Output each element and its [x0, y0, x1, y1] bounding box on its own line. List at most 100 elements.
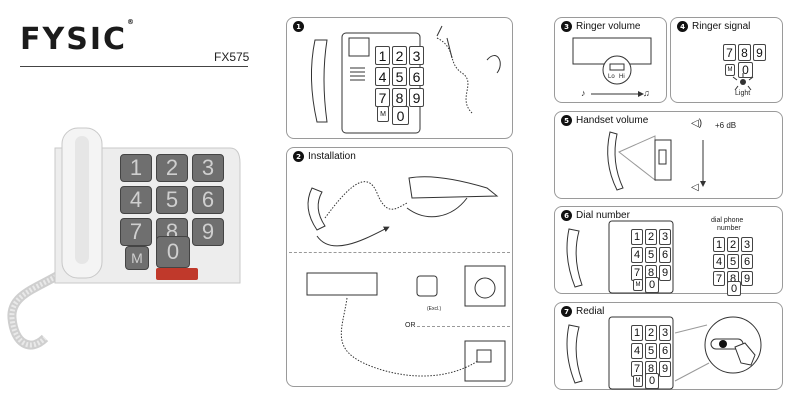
bell-low-icon: ♪ — [581, 88, 586, 98]
dial-phone-key-3: 3 — [659, 229, 671, 245]
registered-mark: ® — [127, 18, 135, 26]
dial-phone-key-5: 5 — [645, 247, 657, 263]
panel-ringer-volume: 3 Ringer volume Lo Hi ♪ ♫ — [554, 17, 667, 103]
dial-sequence-keys: 1 2 3 4 5 6 7 8 9 — [713, 237, 753, 286]
dial-phone-key-m: M — [633, 279, 643, 291]
or-label: OR — [405, 322, 416, 329]
ringer-signal-keypad: 7 8 9 — [723, 44, 766, 61]
dial-phone-key-2: 2 — [645, 229, 657, 245]
dial-seq-key-3: 3 — [741, 237, 753, 252]
photo-key-9: 9 — [192, 218, 224, 246]
handset-volume-drawing — [607, 131, 706, 191]
light-rays-graphic — [732, 73, 754, 91]
panel-redial-title: 7 Redial — [561, 306, 604, 317]
light-label: Light — [735, 90, 751, 97]
redial-key-3: 3 — [659, 325, 671, 341]
dial-phone-key-9: 9 — [659, 265, 671, 281]
redial-key-4: 4 — [631, 343, 643, 359]
panel-handset-volume-label: Handset volume — [576, 115, 649, 126]
overview-key-9: 9 — [409, 88, 424, 107]
panel-dial-number: 6 Dial number 1 2 3 4 5 6 7 8 9 M 0 dial … — [554, 206, 783, 296]
panel-handset-volume: 5 Handset volume ◁) ◁ +6 dB — [554, 111, 783, 199]
brand-logo: FYSIC® — [20, 18, 134, 57]
dial-seq-key-9: 9 — [741, 271, 753, 286]
redial-key-m: M — [633, 375, 643, 387]
dial-seq-key-6: 6 — [741, 254, 753, 269]
redial-key-5: 5 — [645, 343, 657, 359]
dial-phone-key-6: 6 — [659, 247, 671, 263]
phone-photo: 1 2 3 4 5 6 7 8 9 M 0 — [0, 118, 250, 408]
panel-installation-title: 2 Installation — [293, 151, 356, 162]
overview-key-1: 1 — [375, 46, 390, 65]
overview-key-0: 0 — [392, 106, 409, 125]
panel-handset-volume-title: 5 Handset volume — [561, 115, 648, 126]
step-number-1: 1 — [293, 21, 304, 32]
photo-keypad: 1 2 3 4 5 6 7 8 9 — [120, 154, 224, 246]
panel-installation: 2 Installation OR (Excl.) — [286, 147, 513, 387]
overview-key-8: 8 — [392, 88, 407, 107]
photo-key-5: 5 — [156, 186, 188, 214]
signal-key-8: 8 — [738, 44, 751, 61]
panel-dial-number-title: 6 Dial number — [561, 210, 630, 221]
overview-key-3: 3 — [409, 46, 424, 65]
panel-ringer-volume-label: Ringer volume — [576, 21, 641, 32]
step-number-7: 7 — [561, 306, 572, 317]
dial-caption-line2: number — [717, 225, 741, 232]
ringer-lo-label: Lo — [608, 74, 615, 80]
header-rule — [20, 66, 248, 67]
installation-divider — [289, 252, 510, 253]
photo-key-0: 0 — [156, 236, 190, 268]
overview-key-4: 4 — [375, 67, 390, 86]
panel-dial-number-label: Dial number — [576, 210, 630, 221]
ringer-volume-drawing — [572, 37, 652, 97]
overview-keypad: 1 2 3 4 5 6 7 8 9 — [375, 46, 424, 107]
redial-key-0: 0 — [645, 373, 659, 389]
photo-key-2: 2 — [156, 154, 188, 182]
step-number-2: 2 — [293, 151, 304, 162]
panel-ringer-volume-title: 3 Ringer volume — [561, 21, 640, 32]
overview-key-2: 2 — [392, 46, 407, 65]
ringer-hi-label: Hi — [619, 74, 625, 80]
panel-redial-label: Redial — [576, 306, 605, 317]
overview-key-6: 6 — [409, 67, 424, 86]
step-number-4: 4 — [677, 21, 688, 32]
bell-high-icon: ♫ — [643, 88, 650, 98]
speaker-soft-icon: ◁ — [691, 182, 699, 193]
dial-seq-key-0: 0 — [727, 281, 741, 296]
photo-key-7: 7 — [120, 218, 152, 246]
redial-key-2: 2 — [645, 325, 657, 341]
step-number-6: 6 — [561, 210, 572, 221]
overview-key-5: 5 — [392, 67, 407, 86]
gain-label: +6 dB — [715, 121, 737, 130]
panel-installation-label: Installation — [308, 151, 356, 162]
signal-key-7: 7 — [723, 44, 736, 61]
brand-name: FYSIC — [20, 22, 128, 57]
panel-overview: 1 1 2 3 4 5 6 7 8 9 M 0 — [286, 17, 513, 139]
installation-divider-2 — [417, 326, 510, 327]
excl-label: (Excl.) — [427, 306, 442, 312]
installation-drawing — [306, 176, 506, 382]
redial-key-6: 6 — [659, 343, 671, 359]
photo-key-3: 3 — [192, 154, 224, 182]
dial-caption-line1: dial phone — [711, 217, 744, 224]
redial-key-1: 1 — [631, 325, 643, 341]
signal-key-m: M — [725, 64, 735, 76]
step-number-3: 3 — [561, 21, 572, 32]
dial-seq-key-7: 7 — [713, 271, 725, 286]
photo-key-4: 4 — [120, 186, 152, 214]
dial-phone-keypad: 1 2 3 4 5 6 7 8 9 — [631, 229, 671, 281]
dial-phone-key-0: 0 — [645, 277, 659, 293]
dial-phone-key-1: 1 — [631, 229, 643, 245]
model-number: FX575 — [214, 50, 250, 64]
redial-key-9: 9 — [659, 361, 671, 377]
step-number-5: 5 — [561, 115, 572, 126]
dial-seq-key-5: 5 — [727, 254, 739, 269]
panel-overview-title: 1 — [293, 21, 308, 32]
photo-key-1: 1 — [120, 154, 152, 182]
speaker-loud-icon: ◁) — [691, 118, 703, 129]
dial-seq-key-1: 1 — [713, 237, 725, 252]
signal-key-0: 0 — [738, 62, 753, 78]
